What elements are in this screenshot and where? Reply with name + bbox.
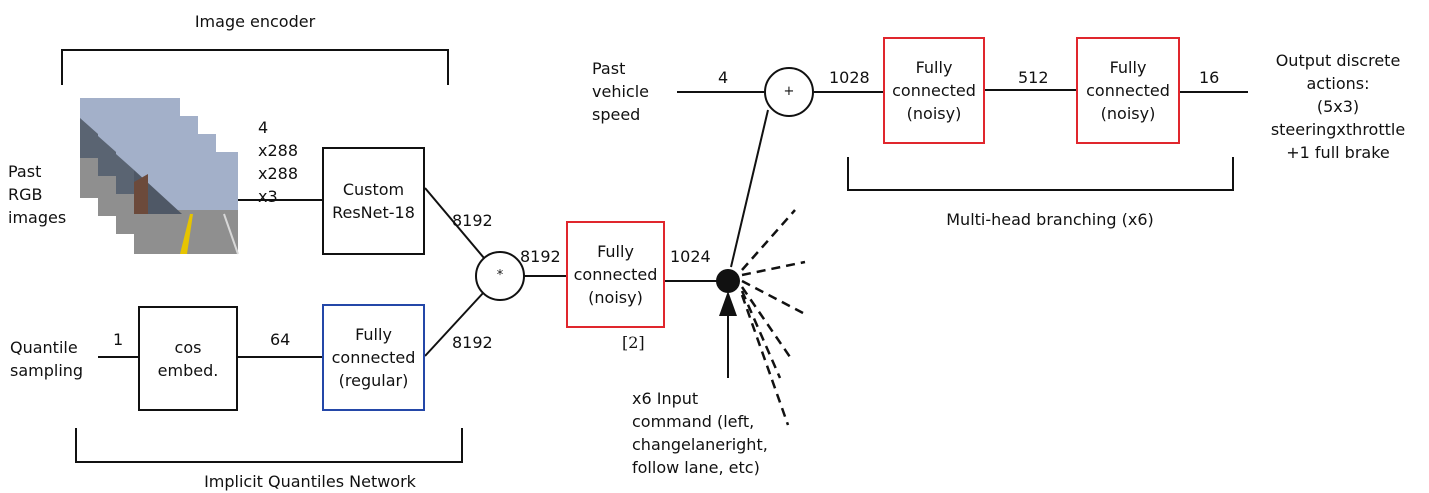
- resnet-box: Custom ResNet-18: [322, 147, 425, 255]
- multihead-bracket: [848, 157, 1233, 190]
- edge-label-fcreg-out: 8192: [452, 331, 493, 354]
- iqn-bracket: [76, 428, 462, 462]
- branch-line-2: [742, 262, 805, 275]
- cos-embed-box: cos embed.: [138, 306, 238, 411]
- branch-node: [716, 269, 740, 293]
- fc-regular-box: Fully connected (regular): [322, 304, 425, 411]
- edge-label-fc2-out: 512: [1018, 66, 1049, 89]
- edge-label-speed-in: 4: [718, 66, 728, 89]
- image-encoder-title: Image encoder: [150, 10, 360, 33]
- edge-label-resnet-out: 8192: [452, 209, 493, 232]
- image-dims-label: 4 x288 x288 x3: [258, 116, 298, 208]
- output-actions-label: Output discrete actions: (5x3) steeringx…: [1250, 49, 1426, 164]
- edge-label-fc1-out: 1024: [670, 245, 711, 268]
- edge-label-concat-out: 1028: [829, 66, 870, 89]
- input-quantile-label: Quantile sampling: [10, 336, 83, 382]
- edge-node-concat: [731, 110, 768, 267]
- reference-marker: [2]: [622, 331, 645, 354]
- fc-noisy-box-2: Fully connected (noisy): [883, 37, 985, 144]
- rgb-image-stack: [80, 98, 238, 254]
- input-images-label: Past RGB images: [8, 160, 66, 229]
- edge-label-fc3-out: 16: [1199, 66, 1219, 89]
- input-command-label: x6 Input command (left, changelaneright,…: [632, 387, 768, 479]
- image-encoder-bracket: [62, 50, 448, 85]
- edge-label-quantile-in: 1: [113, 328, 123, 351]
- iqn-title: Implicit Quantiles Network: [150, 470, 470, 493]
- fc-noisy-box-3: Fully connected (noisy): [1076, 37, 1180, 144]
- edge-label-merge-out: 8192: [520, 245, 561, 268]
- edge-label-cos-out: 64: [270, 328, 290, 351]
- input-speed-label: Past vehicle speed: [592, 57, 649, 126]
- rgb-frame-4: [134, 152, 238, 254]
- command-arrowhead: [719, 291, 737, 316]
- multihead-title: Multi-head branching (x6): [900, 208, 1200, 231]
- branch-line-1: [742, 210, 795, 270]
- concat-operator-symbol: +: [777, 80, 801, 103]
- merge-operator-symbol: *: [488, 264, 512, 287]
- branch-line-5: [742, 291, 780, 378]
- branch-line-3: [742, 281, 803, 313]
- fc-noisy-box-1: Fully connected (noisy): [566, 221, 665, 328]
